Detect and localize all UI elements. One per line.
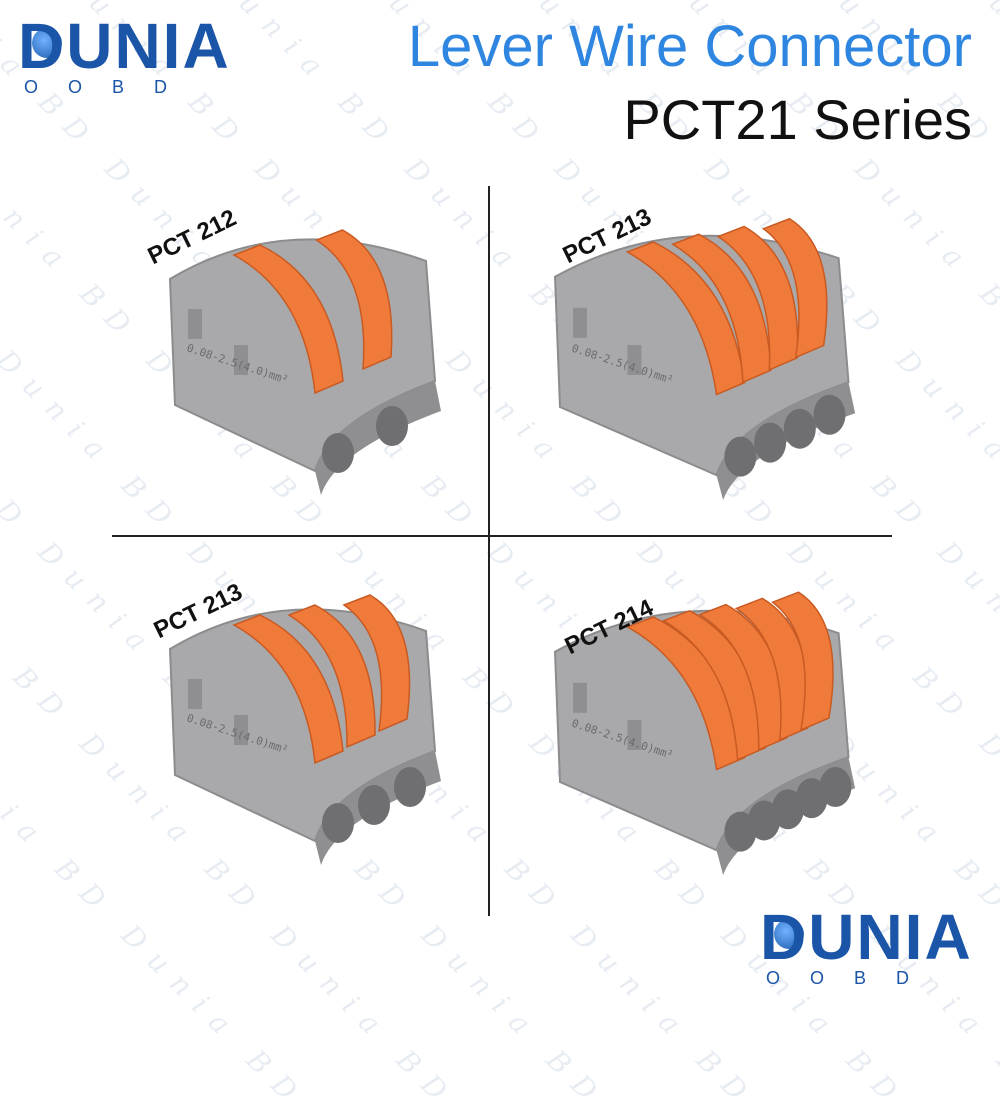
wire-hole — [322, 433, 354, 473]
watermark-text: Dunia BD Dunia BD Dunia BD Dunia BD Duni… — [0, 0, 464, 1117]
wire-hole — [813, 394, 846, 435]
connector-image: 0.08-2.5(4.0)mm² — [553, 217, 856, 500]
lever — [671, 233, 772, 384]
lever — [625, 616, 746, 771]
lever — [314, 229, 393, 371]
logo-subtext: OOBD — [766, 968, 940, 988]
product-pct212: 0.08-2.5(4.0)mm² PCT 212 — [144, 195, 450, 500]
lever — [232, 244, 344, 395]
connector-image: 0.08-2.5(4.0)mm² — [553, 591, 856, 875]
side-slot — [234, 715, 248, 745]
side-slot — [627, 345, 642, 375]
side-slot — [188, 679, 202, 709]
housing-front — [315, 381, 441, 495]
side-slot — [573, 682, 587, 713]
lever — [698, 603, 788, 751]
vertical-divider — [488, 186, 490, 916]
lever — [287, 604, 376, 749]
lever — [716, 225, 799, 371]
side-slot — [573, 307, 587, 338]
brand-logo-top: DUNIA OOBD — [18, 14, 231, 96]
watermark-text: Dunia BD Dunia BD Dunia BD Dunia BD Duni… — [0, 0, 764, 1117]
connector-image: 0.08-2.5(4.0)mm² — [168, 229, 441, 495]
horizontal-divider — [112, 535, 892, 537]
logo-wordmark: DUNIA — [18, 10, 231, 82]
watermark-text: Dunia BD Dunia BD Dunia BD Dunia BD Duni… — [0, 0, 314, 1117]
logo-subtext: OOBD — [24, 77, 198, 97]
lever — [625, 241, 746, 396]
lever — [661, 609, 767, 761]
wire-hole — [394, 767, 426, 807]
wire-hole — [376, 406, 408, 446]
watermark-text: Dunia BD Dunia BD Dunia BD Dunia BD Duni… — [0, 0, 614, 1117]
globe-icon — [32, 28, 62, 58]
connector-image: 0.08-2.5(4.0)mm² — [168, 594, 441, 865]
wire-hole — [819, 766, 852, 807]
product-pct213-three: 0.08-2.5(4.0)mm² PCT 213 — [150, 565, 450, 870]
product-pct214: 0.08-2.5(4.0)mm² PCT 214 — [535, 565, 865, 880]
wire-hole — [754, 422, 787, 463]
connector-body: 0.08-2.5(4.0)mm² — [168, 229, 441, 495]
product-pct213-four: 0.08-2.5(4.0)mm² PCT 213 — [535, 190, 865, 505]
lever — [771, 591, 834, 732]
logo-wordmark: DUNIA — [760, 901, 973, 973]
lever — [761, 217, 828, 359]
connector-body: 0.08-2.5(4.0)mm² — [168, 594, 441, 865]
wire-hole — [724, 436, 757, 477]
connector-body: 0.08-2.5(4.0)mm² — [553, 217, 856, 500]
page-subtitle: PCT21 Series — [623, 88, 972, 151]
wire-hole — [358, 785, 390, 825]
connector-body: 0.08-2.5(4.0)mm² — [553, 591, 856, 875]
wire-hole — [322, 803, 354, 843]
globe-icon — [774, 919, 804, 949]
lever — [734, 597, 810, 742]
side-slot — [234, 345, 248, 375]
lever — [232, 614, 344, 765]
side-slot — [627, 720, 642, 750]
brand-logo-bottom: DUNIA OOBD — [760, 905, 973, 987]
wire-hole — [783, 408, 816, 449]
side-slot — [188, 309, 202, 339]
lever — [342, 594, 411, 733]
page-title: Lever Wire Connector — [407, 14, 972, 79]
